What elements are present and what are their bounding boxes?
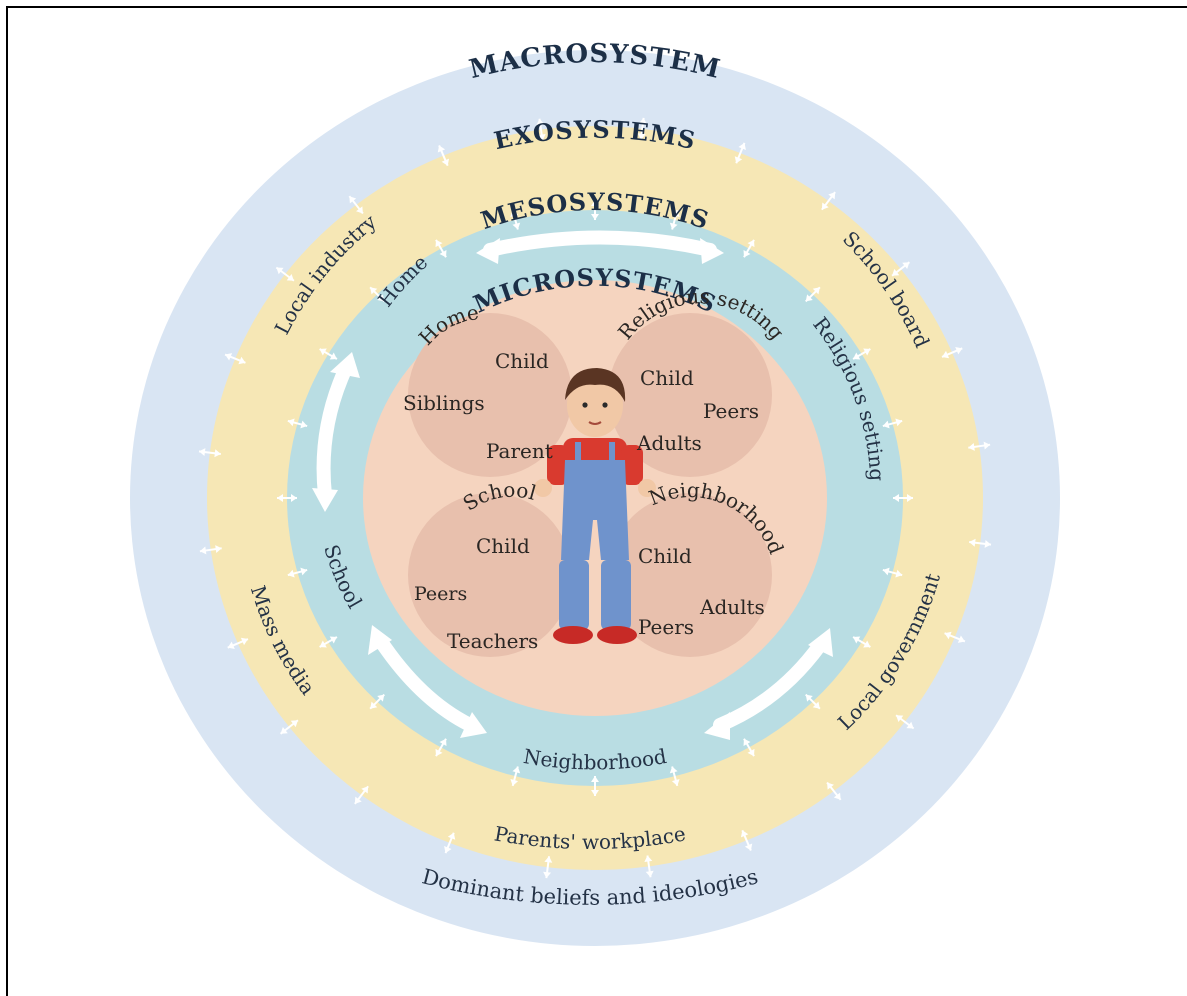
school-member-teachers: Teachers [447, 629, 538, 653]
neighborhood-member-child: Child [638, 544, 692, 568]
religious-member-child: Child [640, 366, 694, 390]
school-member-peers: Peers [414, 583, 467, 605]
home-member-child: Child [495, 349, 549, 373]
religious-member-peers: Peers [703, 399, 759, 423]
neighborhood-member-adults: Adults [699, 595, 765, 619]
religious-member-adults: Adults [636, 431, 702, 455]
school-member-child: Child [476, 534, 530, 558]
home-member-parent: Parent [486, 439, 553, 463]
home-member-siblings: Siblings [403, 391, 485, 415]
neighborhood-member-peers: Peers [638, 615, 694, 639]
